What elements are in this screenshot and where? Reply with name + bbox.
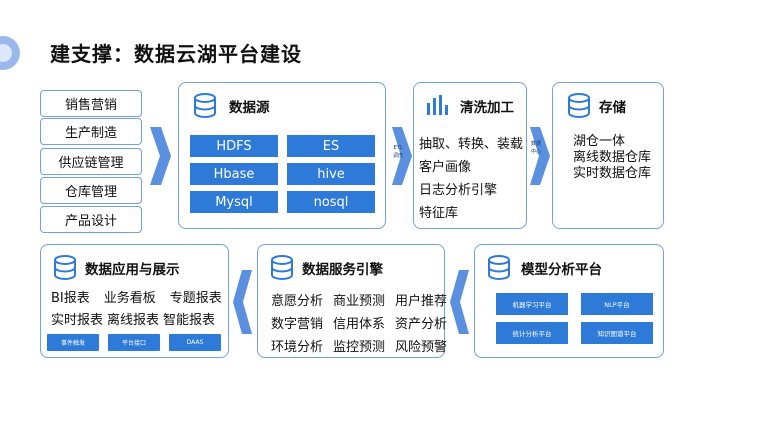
application-title: 数据应用与展示 (85, 262, 180, 278)
datasource-card: 数据源 HDFS ES Hbase hive Mysql nosql (178, 82, 386, 229)
event-trigger-button: 事件触发 (47, 334, 99, 351)
database-icon (568, 93, 590, 118)
service-item: 意愿分析 (271, 294, 324, 309)
database-icon (194, 93, 216, 118)
source-tile-es: ES (287, 135, 375, 157)
chevron-left-icon (233, 270, 252, 334)
cleaning-title: 清洗加工 (460, 100, 514, 116)
bar-chart-icon (427, 95, 448, 115)
etl-arrow-label: ETL调度 (393, 145, 404, 159)
storage-item: 离线数据仓库 (573, 150, 652, 165)
chevron-left-icon (450, 270, 469, 334)
model-tile-stats: 统计分析平台 (496, 322, 568, 344)
storage-card: 存储 湖仓一体 离线数据仓库 实时数据仓库 (552, 82, 664, 229)
daas-button: DAAS (169, 334, 221, 351)
source-tile-hive: hive (287, 163, 375, 185)
platform-api-button: 平台接口 (108, 334, 160, 351)
application-item: 业务看板 (103, 291, 156, 306)
model-tile-ml: 机器学习平台 (496, 293, 568, 315)
service-title: 数据服务引擎 (302, 262, 383, 278)
service-item: 资产分析 (395, 317, 448, 332)
chevron-right-icon (150, 127, 171, 185)
cleaning-item: 客户画像 (419, 160, 472, 175)
source-tile-mysql: Mysql (190, 191, 278, 213)
model-title: 模型分析平台 (521, 262, 602, 278)
service-row: 环境分析 监控预测 风险预警 (271, 336, 447, 355)
title-decoration (0, 36, 20, 70)
database-icon (488, 255, 510, 280)
source-tile-hbase: Hbase (190, 163, 278, 185)
service-row: 意愿分析 商业预测 用户推荐 (271, 290, 447, 309)
datasource-title: 数据源 (229, 100, 270, 116)
service-item: 用户推荐 (395, 294, 448, 309)
source-tile-hdfs: HDFS (190, 135, 278, 157)
cleaning-card: 清洗加工 抽取、转换、装载 客户画像 日志分析引擎 特征库 (413, 82, 527, 229)
application-item: 实时报表 (51, 313, 104, 328)
source-tile-nosql: nosql (287, 191, 375, 213)
service-item: 监控预测 (333, 340, 386, 355)
database-icon (54, 255, 76, 280)
data-center-arrow-icon (530, 127, 550, 185)
domain-sales: 销售营销 (40, 90, 142, 117)
model-tile-knowledge: 知识图谱平台 (581, 322, 653, 344)
domain-warehouse: 仓库管理 (40, 177, 142, 204)
application-row: BI报表 业务看板 专题报表 (51, 287, 222, 306)
service-item: 环境分析 (271, 340, 324, 355)
application-item: 离线报表 (107, 313, 160, 328)
page-title: 建支撑：数据云湖平台建设 (50, 42, 302, 66)
storage-title: 存储 (599, 100, 626, 116)
database-icon (271, 255, 293, 280)
cleaning-item: 日志分析引擎 (419, 183, 498, 198)
service-item: 风险预警 (395, 340, 448, 355)
application-row: 实时报表 离线报表 智能报表 (51, 309, 215, 328)
application-item: 智能报表 (163, 313, 216, 328)
domain-production: 生产制造 (40, 118, 142, 145)
cleaning-item: 抽取、转换、装载 (419, 137, 524, 152)
service-item: 商业预测 (333, 294, 386, 309)
storage-item: 湖仓一体 (573, 134, 626, 149)
service-item: 信用体系 (333, 317, 386, 332)
domain-product-design: 产品设计 (40, 206, 142, 233)
service-card: 数据服务引擎 意愿分析 商业预测 用户推荐 数字营销 信用体系 资产分析 环境分… (257, 244, 447, 358)
service-row: 数字营销 信用体系 资产分析 (271, 313, 447, 332)
application-item: BI报表 (51, 291, 90, 306)
etl-arrow-icon (392, 127, 412, 185)
model-tile-nlp: NLP平台 (581, 293, 653, 315)
application-card: 数据应用与展示 BI报表 业务看板 专题报表 实时报表 离线报表 智能报表 事件… (40, 244, 229, 358)
data-center-arrow-label: 数据中心 (531, 141, 542, 155)
storage-item: 实时数据仓库 (573, 166, 652, 181)
domain-supply-chain: 供应链管理 (40, 148, 142, 175)
service-item: 数字营销 (271, 317, 324, 332)
cleaning-item: 特征库 (419, 206, 459, 221)
model-card: 模型分析平台 机器学习平台 NLP平台 统计分析平台 知识图谱平台 (474, 244, 664, 358)
application-item: 专题报表 (169, 291, 222, 306)
